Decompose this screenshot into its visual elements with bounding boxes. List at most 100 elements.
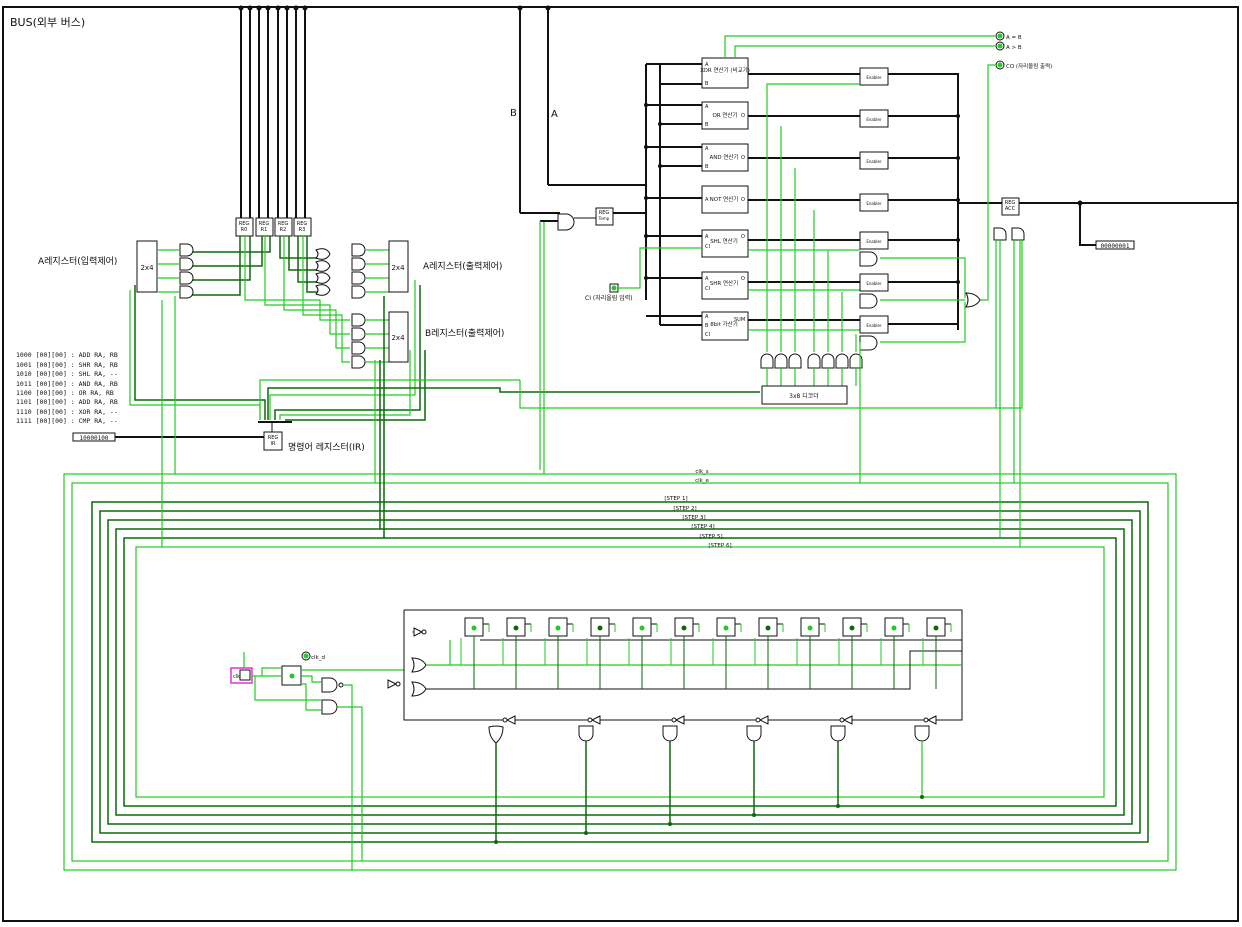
svg-text:A = B: A = B — [1006, 35, 1022, 41]
clock-source[interactable]: clk — [230, 667, 253, 684]
enabler-column: Enabler Enabler Enabler Enabler Enabler … — [859, 67, 981, 351]
svg-text:2x4: 2x4 — [391, 264, 405, 272]
temp-and-gate — [557, 213, 575, 231]
alu-or[interactable]: OR 연산기 A B O — [701, 101, 749, 130]
svg-text:A: A — [705, 104, 709, 110]
decoder-a-input[interactable]: 2x4 — [136, 240, 158, 293]
step-gates — [488, 725, 930, 844]
alu-not[interactable]: NOT 연산기 A O — [701, 185, 749, 214]
svg-text:SHL 연산기: SHL 연산기 — [710, 237, 738, 245]
opcode-line: 1101 [00][00] : ADD RA, RB — [16, 398, 118, 406]
step-label: [STEP 5] — [699, 534, 722, 540]
svg-text:10000100: 10000100 — [80, 435, 109, 442]
instruction-register[interactable]: REG IR — [263, 431, 283, 451]
carry-input-pin[interactable]: CI (자리올림 입력) — [585, 283, 633, 302]
output-carry[interactable]: CO (자리올림 출력) — [995, 60, 1052, 70]
ir-input-pin[interactable]: 10000100 — [72, 432, 116, 442]
canvas-frame — [2, 6, 1239, 922]
ir-label: 명령어 레지스터(IR) — [288, 441, 365, 453]
svg-text:B: B — [705, 323, 709, 329]
alu-shr[interactable]: SHR 연산기 A CI O — [701, 271, 749, 300]
svg-text:CI (자리올림 입력): CI (자리올림 입력) — [585, 294, 633, 302]
svg-text:A: A — [705, 276, 709, 282]
clk-s-label: clk_s — [695, 469, 708, 475]
svg-text:SUM: SUM — [734, 317, 745, 323]
register-wiring — [192, 236, 350, 363]
ring-counter — [387, 609, 963, 721]
svg-text:Enabler: Enabler — [866, 323, 882, 328]
alu-and[interactable]: AND 연산기 A B O — [701, 143, 749, 172]
alu-xor[interactable]: XOR 연산기 (비교기) A B — [700, 57, 750, 89]
svg-text:O: O — [741, 197, 745, 203]
d-flip-flop — [632, 617, 652, 637]
svg-text:CO (자리올림 출력): CO (자리올림 출력) — [1006, 62, 1052, 70]
step-label: [STEP 6] — [708, 543, 731, 549]
ci-wire — [618, 247, 702, 289]
svg-text:3x8 디코더: 3x8 디코더 — [789, 392, 819, 400]
svg-text:clk: clk — [233, 674, 240, 680]
register-r0[interactable]: REG R0 — [235, 217, 254, 237]
svg-text:R3: R3 — [299, 227, 306, 233]
decoder-b-output[interactable]: 2x4 — [388, 311, 409, 363]
svg-text:8bit 가산기: 8bit 가산기 — [710, 320, 738, 328]
output-a-eq-b[interactable]: A = B — [995, 31, 1022, 41]
not-gate — [755, 715, 769, 725]
alu-shl[interactable]: SHL 연산기 A CI O — [701, 229, 749, 258]
alu-control-loops — [519, 240, 1023, 409]
d-flip-flop — [548, 617, 568, 637]
a-output-buffers — [315, 243, 389, 299]
opcode-decoder-gates — [760, 83, 863, 386]
svg-text:A: A — [705, 62, 709, 68]
svg-text:R0: R0 — [241, 227, 248, 233]
accumulator-register[interactable]: REG ACC — [1001, 197, 1020, 216]
svg-text:REG: REG — [278, 221, 289, 227]
flip-flop-chain — [460, 617, 952, 725]
svg-text:ACC: ACC — [1005, 206, 1016, 212]
svg-text:Enabler: Enabler — [866, 117, 882, 122]
step-label: [STEP 2] — [673, 506, 696, 512]
svg-text:B: B — [705, 122, 709, 128]
svg-text:O: O — [741, 276, 745, 282]
b-output-gates — [351, 313, 389, 369]
opcode-line: 1001 [00][00] : SHR RA, RB — [16, 361, 118, 369]
decoder-a-output[interactable]: 2x4 — [388, 240, 409, 293]
output-a-gt-b[interactable]: A > B — [995, 41, 1022, 51]
svg-text:A > B: A > B — [1006, 45, 1022, 51]
register-r2[interactable]: REG R2 — [274, 217, 293, 237]
svg-text:B: B — [705, 81, 709, 87]
alu-adder[interactable]: 8bit 가산기 A B CI SUM — [701, 311, 749, 341]
svg-text:Enabler: Enabler — [866, 159, 882, 164]
opcode-decoder[interactable]: 3x8 디코더 — [761, 385, 848, 405]
bus-output-pin: 00000001 — [1095, 240, 1135, 250]
d-flip-flop — [758, 617, 778, 637]
temp-register[interactable]: REG Temp — [595, 207, 614, 226]
svg-text:CI: CI — [705, 244, 710, 250]
svg-text:NOT 연산기: NOT 연산기 — [710, 195, 739, 203]
step-label: [STEP 4] — [691, 524, 714, 530]
opcode-line: 1010 [00][00] : SHL RA, -- — [16, 370, 118, 378]
a-input-and-gates — [157, 243, 194, 299]
register-r1[interactable]: REG R1 — [255, 217, 274, 237]
svg-text:O: O — [741, 234, 745, 240]
d-flip-flop — [842, 617, 862, 637]
svg-text:Enabler: Enabler — [866, 281, 882, 286]
register-r3[interactable]: REG R3 — [293, 217, 312, 237]
d-flip-flop — [506, 617, 526, 637]
alu-input-bus — [644, 63, 702, 326]
not-gate — [587, 715, 601, 725]
svg-text:REG: REG — [599, 210, 610, 216]
svg-text:B: B — [705, 164, 709, 170]
svg-text:clk_d: clk_d — [311, 655, 325, 661]
opcode-line: 1111 [00][00] : CMP RA, -- — [16, 417, 118, 425]
svg-text:CI: CI — [705, 332, 710, 338]
step-label: [STEP 1] — [664, 496, 687, 502]
opcode-line: 1100 [00][00] : OR RA, RB — [16, 389, 114, 397]
svg-text:XOR 연산기 (비교기): XOR 연산기 (비교기) — [700, 66, 750, 74]
opcode-line: 1011 [00][00] : AND RA, RB — [16, 380, 118, 388]
b-register-output-label: B레지스터(출력제어) — [425, 327, 504, 339]
not-gate — [839, 715, 853, 725]
a-register-output-label: A레지스터(출력제어) — [423, 260, 502, 272]
svg-text:00000001: 00000001 — [1101, 243, 1130, 250]
svg-text:OR 연산기: OR 연산기 — [712, 111, 737, 119]
